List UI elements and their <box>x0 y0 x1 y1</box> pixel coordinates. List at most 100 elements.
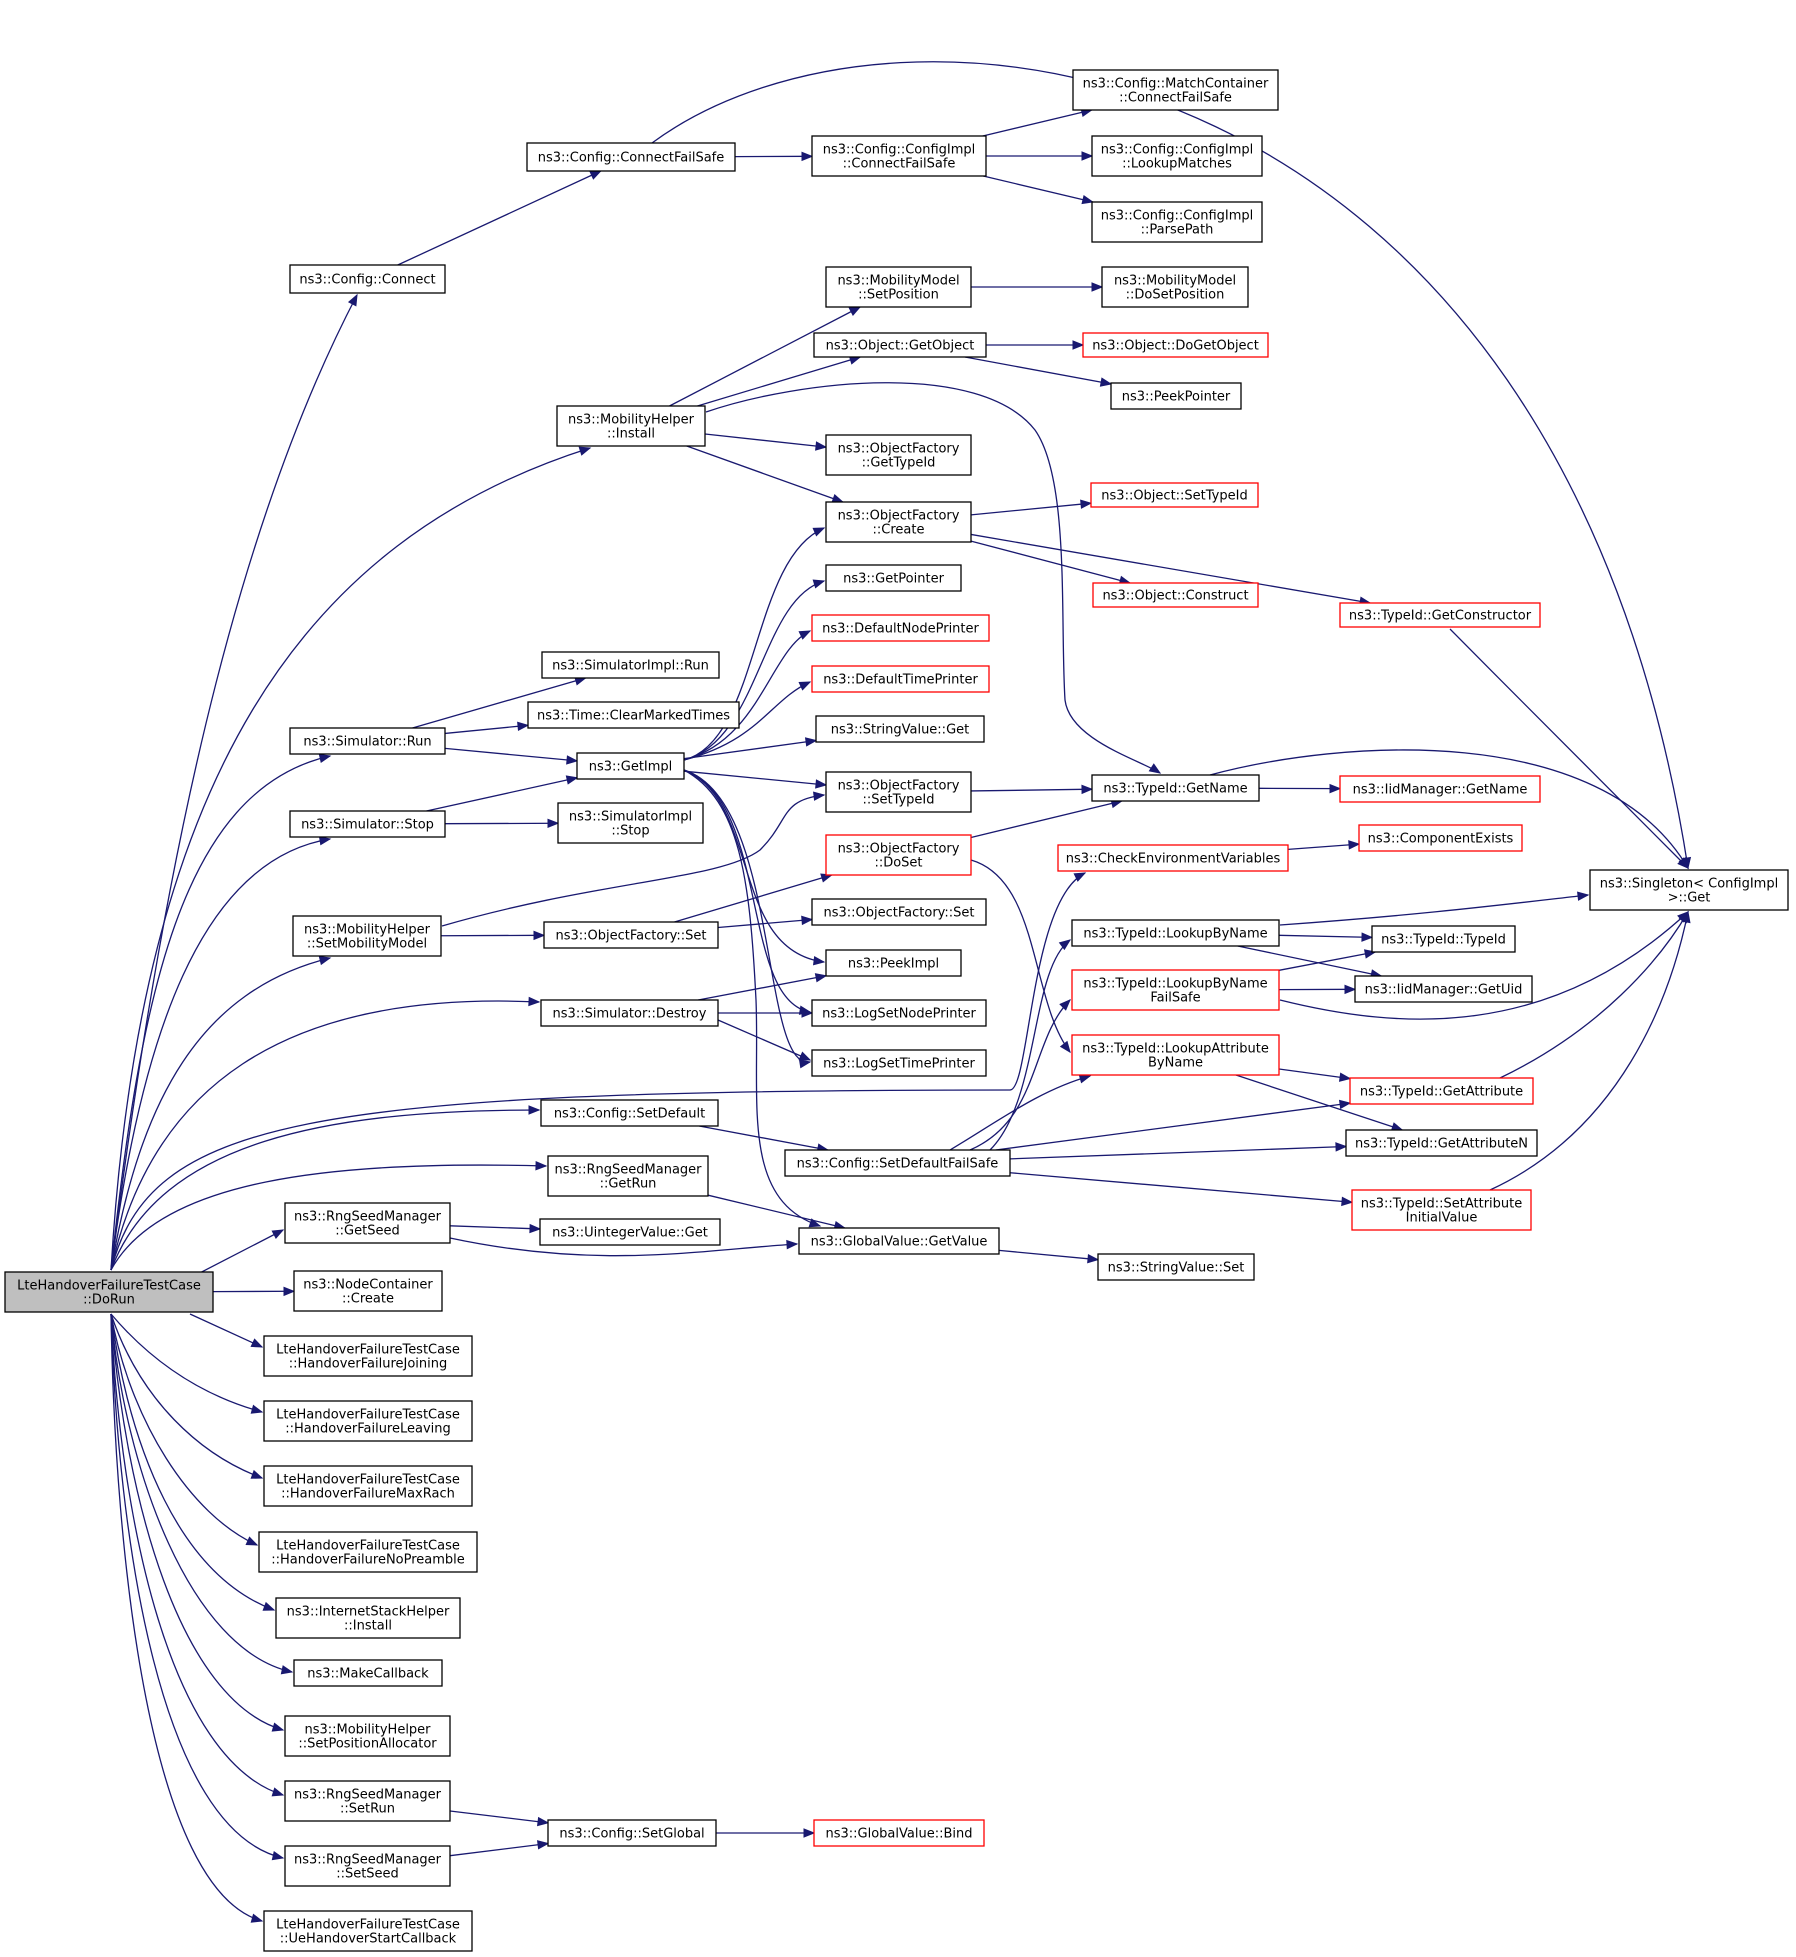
node-simimpl_stop-box <box>557 802 704 844</box>
node-mobmodel_setpos[interactable]: ns3::MobilityModel::SetPosition <box>825 266 972 308</box>
node-mobhelper_setmob[interactable]: ns3::MobilityHelper::SetMobilityModel <box>292 915 442 957</box>
edge-getimpl-to-strval_get-arrowhead <box>804 737 818 747</box>
node-mobhelper_install[interactable]: ns3::MobilityHelper::Install <box>556 405 706 447</box>
node-objfac_doset[interactable]: ns3::ObjectFactory::DoSet <box>825 834 972 876</box>
edge-root-to-hf_nopreamble-arrowhead <box>245 1536 259 1546</box>
node-rng_setrun[interactable]: ns3::RngSeedManager::SetRun <box>284 1780 451 1822</box>
node-gv_getvalue[interactable]: ns3::GlobalValue::GetValue <box>798 1227 1000 1255</box>
node-simimpl_stop[interactable]: ns3::SimulatorImpl::Stop <box>557 802 704 844</box>
node-gv_bind[interactable]: ns3::GlobalValue::Bind <box>813 1819 985 1847</box>
node-sim_run[interactable]: ns3::Simulator::Run <box>289 727 446 755</box>
node-cfgimpl_lookup[interactable]: ns3::Config::ConfigImpl::LookupMatches <box>1091 135 1263 177</box>
node-singleton_get[interactable]: ns3::Singleton< ConfigImpl>::Get <box>1589 869 1789 911</box>
edge-getimpl-to-strval_get <box>683 737 818 760</box>
edge-root-to-makecallback <box>110 1313 294 1675</box>
node-rng_getseed[interactable]: ns3::RngSeedManager::GetSeed <box>284 1202 451 1244</box>
edge-cfgimpl_connectfs-to-cfgimpl_parse-arrowhead <box>1081 194 1095 205</box>
node-iidmgr_getname[interactable]: ns3::IidManager::GetName <box>1339 775 1541 803</box>
node-typeid_lookupbyname[interactable]: ns3::TypeId::LookupByName <box>1071 919 1280 947</box>
edge-root-to-rng_setseed <box>110 1313 285 1861</box>
node-sim_destroy-label-0: ns3::Simulator::Destroy <box>553 1007 707 1022</box>
node-root[interactable]: LteHandoverFailureTestCase::DoRun <box>4 1271 214 1313</box>
node-obj_construct[interactable]: ns3::Object::Construct <box>1092 582 1259 608</box>
node-objfac_create[interactable]: ns3::ObjectFactory::Create <box>825 501 972 543</box>
node-getimpl[interactable]: ns3::GetImpl <box>576 752 685 780</box>
node-cfg_connect[interactable]: ns3::Config::Connect <box>289 264 446 294</box>
node-typeid_getctor-box <box>1339 602 1541 628</box>
edge-sim_destroy-to-peekimpl-line <box>698 975 827 1001</box>
node-root-label-0: LteHandoverFailureTestCase <box>17 1279 201 1294</box>
node-uintval_get[interactable]: ns3::UintegerValue::Get <box>539 1218 721 1246</box>
node-objfac_settypeid[interactable]: ns3::ObjectFactory::SetTypeId <box>825 771 972 813</box>
node-cfg_setdefault[interactable]: ns3::Config::SetDefault <box>540 1099 719 1127</box>
node-time_clear-label-0: ns3::Time::ClearMarkedTimes <box>537 709 730 724</box>
node-iidmgr_getuid[interactable]: ns3::IidManager::GetUid <box>1354 975 1533 1003</box>
node-logsettime[interactable]: ns3::LogSetTimePrinter <box>811 1049 987 1077</box>
node-obj_dogetobject[interactable]: ns3::Object::DoGetObject <box>1082 332 1269 358</box>
node-ue_hostart[interactable]: LteHandoverFailureTestCase::UeHandoverSt… <box>263 1910 473 1952</box>
node-sim_stop-label-0: ns3::Simulator::Stop <box>301 818 434 833</box>
node-nodecont_create[interactable]: ns3::NodeContainer::Create <box>293 1270 443 1312</box>
node-hf_joining[interactable]: LteHandoverFailureTestCase::HandoverFail… <box>263 1335 473 1377</box>
node-defnodeprinter-box <box>811 614 990 642</box>
edge-getimpl-to-objfac_create-line <box>683 527 825 761</box>
node-logsetnode[interactable]: ns3::LogSetNodePrinter <box>811 999 987 1027</box>
node-peekpointer[interactable]: ns3::PeekPointer <box>1110 382 1242 410</box>
node-simimpl_run[interactable]: ns3::SimulatorImpl::Run <box>541 651 720 679</box>
node-typeid_setattrinit-box <box>1351 1189 1532 1231</box>
node-peekimpl[interactable]: ns3::PeekImpl <box>825 949 962 977</box>
edge-objfac_set2-to-objfac_set1-arrowhead <box>801 915 814 926</box>
node-typeid_getattr[interactable]: ns3::TypeId::GetAttribute <box>1349 1077 1534 1105</box>
node-cfg_setglobal[interactable]: ns3::Config::SetGlobal <box>547 1819 717 1847</box>
node-componentexists[interactable]: ns3::ComponentExists <box>1358 824 1523 852</box>
node-getpointer[interactable]: ns3::GetPointer <box>825 564 962 592</box>
node-cfg_setdefaultfs[interactable]: ns3::Config::SetDefaultFailSafe <box>784 1149 1011 1177</box>
node-cfgimpl_connectfs-label-0: ns3::Config::ConfigImpl <box>823 143 976 158</box>
node-inet_install[interactable]: ns3::InternetStackHelper::Install <box>275 1597 461 1639</box>
node-strval_get[interactable]: ns3::StringValue::Get <box>815 715 985 743</box>
node-objfac_set1[interactable]: ns3::ObjectFactory::Set <box>811 898 987 926</box>
node-typeid_getname[interactable]: ns3::TypeId::GetName <box>1091 774 1260 802</box>
edge-cfg_setdefaultfs-to-typeid_lookupattr-arrowhead <box>1078 1074 1092 1084</box>
node-rng_setseed[interactable]: ns3::RngSeedManager::SetSeed <box>284 1845 451 1887</box>
edge-cfg_setdefaultfs-to-typeid_lookupfs-arrowhead <box>1059 999 1071 1011</box>
node-rng_getrun[interactable]: ns3::RngSeedManager::GetRun <box>547 1155 709 1197</box>
node-checkenv[interactable]: ns3::CheckEnvironmentVariables <box>1057 844 1289 872</box>
edge-getimpl-to-logsettime-arrowhead <box>798 1058 812 1069</box>
node-cfgimpl_parse[interactable]: ns3::Config::ConfigImpl::ParsePath <box>1091 201 1263 243</box>
edge-objfac_create-to-obj_settypeid-line <box>970 502 1092 516</box>
edge-root-to-hf_nopreamble-line <box>110 1313 258 1546</box>
node-sim_destroy[interactable]: ns3::Simulator::Destroy <box>540 999 719 1027</box>
node-objfac_create-label-1: ::Create <box>873 523 925 538</box>
node-obj_getobject[interactable]: ns3::Object::GetObject <box>813 332 987 358</box>
node-obj_settypeid[interactable]: ns3::Object::SetTypeId <box>1090 482 1259 508</box>
node-mobmodel_dosetpos[interactable]: ns3::MobilityModel::DoSetPosition <box>1101 266 1249 308</box>
edge-sim_destroy-to-logsettime-line <box>717 1019 811 1061</box>
node-mobhelper_setposalloc[interactable]: ns3::MobilityHelper::SetPositionAllocato… <box>284 1715 451 1757</box>
node-strval_set[interactable]: ns3::StringValue::Set <box>1097 1253 1255 1281</box>
edge-root-to-rng_setrun <box>110 1313 285 1797</box>
edge-root-to-sim_destroy-line <box>110 1000 540 1271</box>
node-typeid_typeid[interactable]: ns3::TypeId::TypeId <box>1371 925 1516 953</box>
node-time_clear[interactable]: ns3::Time::ClearMarkedTimes <box>527 701 740 729</box>
node-defnodeprinter[interactable]: ns3::DefaultNodePrinter <box>811 614 990 642</box>
node-objfac_gettypeid[interactable]: ns3::ObjectFactory::GetTypeId <box>825 434 972 476</box>
node-sim_stop[interactable]: ns3::Simulator::Stop <box>289 810 446 838</box>
node-typeid_getattrn[interactable]: ns3::TypeId::GetAttributeN <box>1345 1129 1538 1157</box>
edge-typeid_lookupattr-to-typeid_getattr <box>1278 1068 1352 1082</box>
node-matchcont[interactable]: ns3::Config::MatchContainer::ConnectFail… <box>1072 69 1279 111</box>
node-cfgimpl_connectfs[interactable]: ns3::Config::ConfigImpl::ConnectFailSafe <box>811 135 987 177</box>
node-hf_leaving[interactable]: LteHandoverFailureTestCase::HandoverFail… <box>263 1400 473 1442</box>
node-cfg_connectfs[interactable]: ns3::Config::ConnectFailSafe <box>526 142 736 172</box>
edge-gv_getvalue-to-strval_set-line <box>998 1249 1099 1261</box>
node-hf_maxrach[interactable]: LteHandoverFailureTestCase::HandoverFail… <box>263 1465 473 1507</box>
node-hf_nopreamble[interactable]: LteHandoverFailureTestCase::HandoverFail… <box>258 1531 478 1573</box>
node-makecallback[interactable]: ns3::MakeCallback <box>293 1659 443 1687</box>
node-objfac_set2[interactable]: ns3::ObjectFactory::Set <box>543 921 719 949</box>
node-typeid_getctor[interactable]: ns3::TypeId::GetConstructor <box>1339 602 1541 628</box>
edge-sim_destroy-to-logsettime <box>717 1019 812 1061</box>
node-deftimeprinter[interactable]: ns3::DefaultTimePrinter <box>811 665 990 693</box>
